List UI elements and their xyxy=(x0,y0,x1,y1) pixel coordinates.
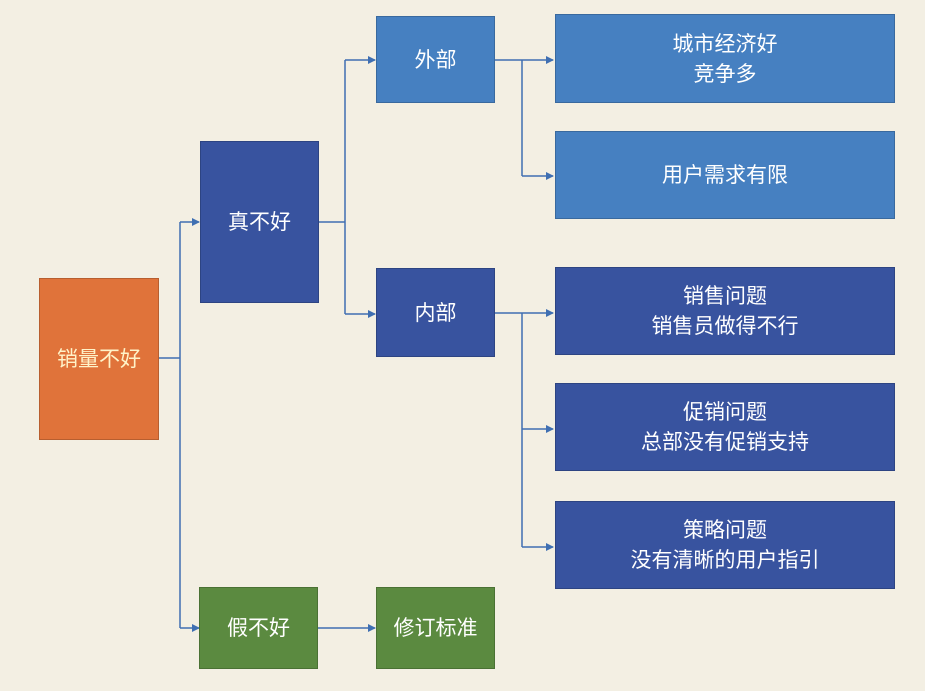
external-label: 外部 xyxy=(414,47,457,72)
internal-cause-node: 策略问题 没有清晰的用户指引 xyxy=(555,501,895,589)
internal-cause-line: 销售员做得不行 xyxy=(651,314,799,338)
internal-cause-line: 总部没有促销支持 xyxy=(641,430,809,454)
fake-bad-label: 假不好 xyxy=(227,616,290,640)
internal-cause-line: 销售问题 xyxy=(683,284,767,308)
really-bad-node: 真不好 xyxy=(200,141,319,303)
internal-cause-node: 促销问题 总部没有促销支持 xyxy=(555,383,895,471)
revise-standard-node: 修订标准 xyxy=(376,587,495,669)
external-node: 外部 xyxy=(376,16,495,103)
internal-cause-line: 策略问题 xyxy=(683,518,767,542)
internal-cause-node: 销售问题 销售员做得不行 xyxy=(555,267,895,355)
internal-label: 内部 xyxy=(414,300,457,325)
external-cause-node: 城市经济好 竞争多 xyxy=(555,14,895,103)
internal-node: 内部 xyxy=(376,268,495,357)
external-cause-line: 城市经济好 xyxy=(672,31,778,56)
root-node: 销量不好 xyxy=(39,278,159,440)
really-bad-label: 真不好 xyxy=(228,210,291,234)
fake-bad-node: 假不好 xyxy=(199,587,318,669)
external-cause-node: 用户需求有限 xyxy=(555,131,895,219)
revise-standard-label: 修订标准 xyxy=(393,616,478,640)
internal-cause-line: 没有清晰的用户指引 xyxy=(630,548,820,572)
internal-cause-line: 促销问题 xyxy=(683,400,767,424)
root-node-label: 销量不好 xyxy=(57,347,141,371)
external-cause-line: 竞争多 xyxy=(693,61,757,86)
external-cause-line: 用户需求有限 xyxy=(662,163,788,187)
